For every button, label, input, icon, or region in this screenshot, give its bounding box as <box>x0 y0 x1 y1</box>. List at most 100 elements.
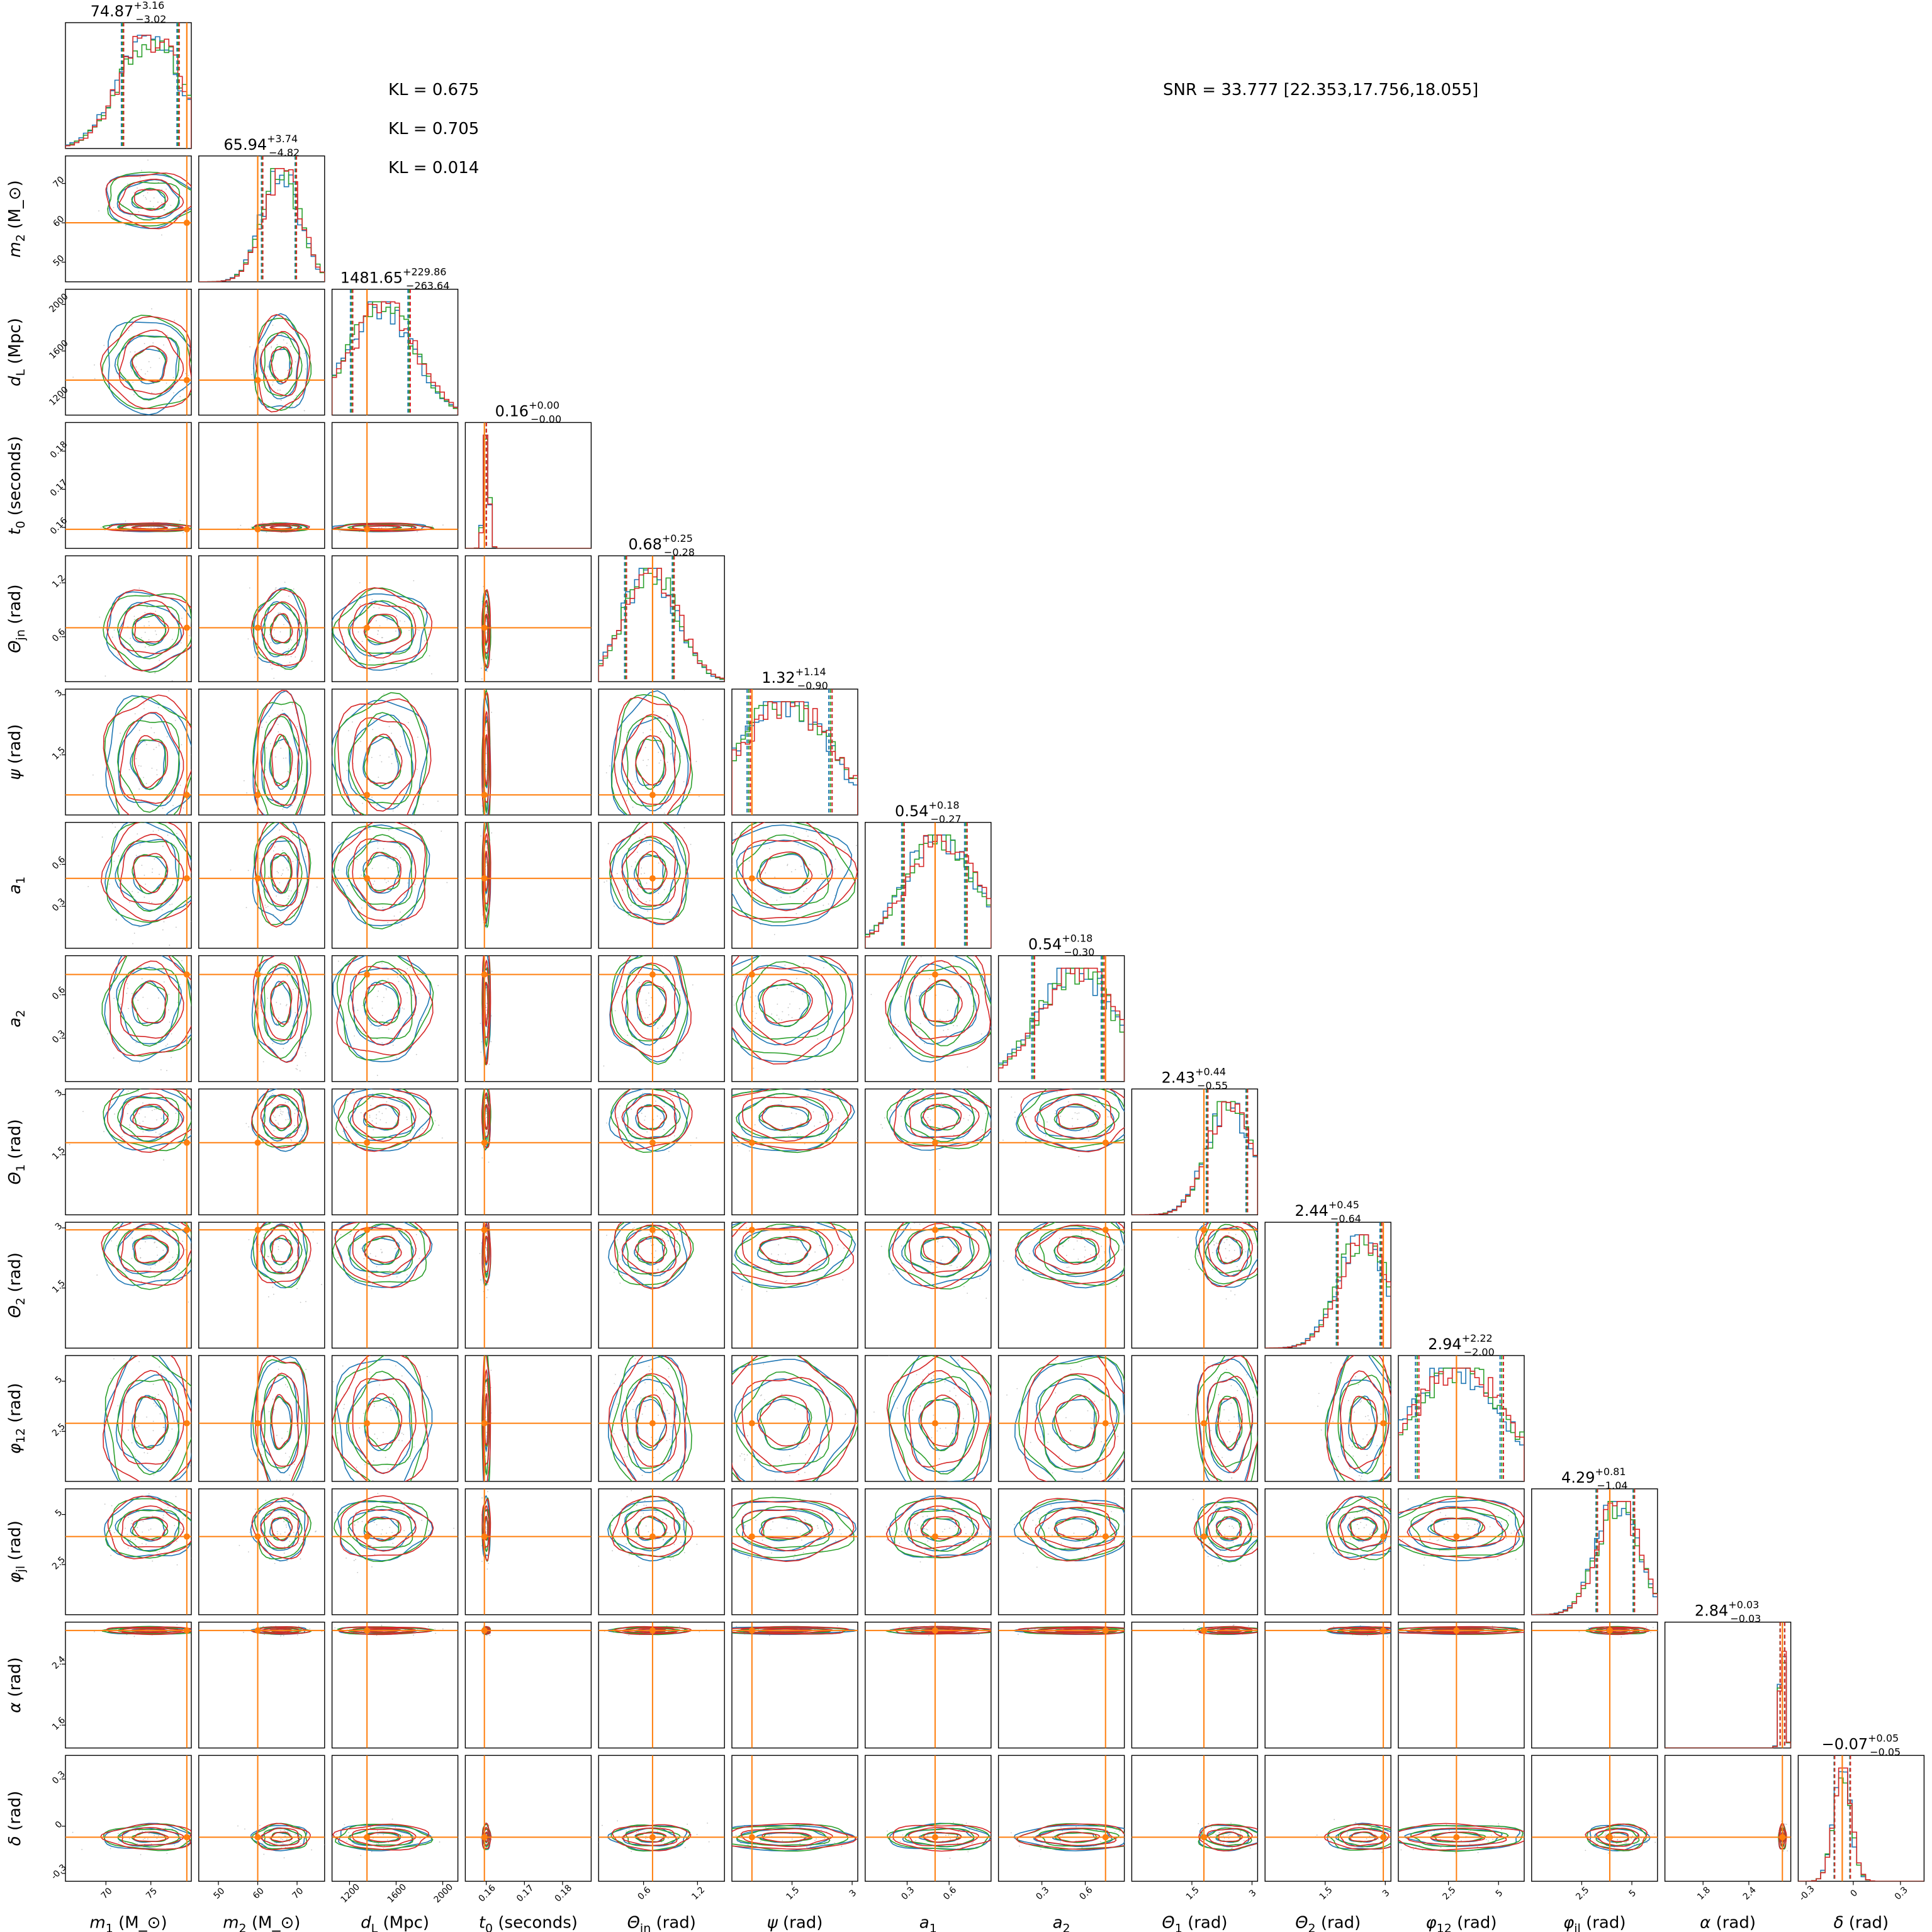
contour-panel-12-10 <box>1398 1621 1525 1749</box>
histogram-title-8: 2.43+0.44−0.55 <box>1162 1065 1228 1091</box>
ytick-label: 5 <box>53 1508 65 1519</box>
histogram-2: 1481.65+229.86−263.64 <box>331 266 459 416</box>
xtick-label: 1.5 <box>1184 1885 1201 1902</box>
ytick-label: 1.2 <box>50 573 67 590</box>
xtick-label: 3 <box>1247 1888 1259 1899</box>
contour-panel-12-6 <box>865 1621 992 1749</box>
contour-panel-5-2 <box>331 688 459 816</box>
ytick-label: 3 <box>53 688 65 699</box>
xtick-label: 0.6 <box>636 1885 653 1902</box>
xtick-label: 0 <box>1849 1888 1860 1899</box>
xtick-label: 0.16 <box>476 1883 497 1904</box>
histogram-title-13: −0.07+0.05−0.05 <box>1822 1732 1901 1758</box>
ytick-label: 60 <box>52 214 67 229</box>
histogram-12: 2.84+0.03−0.03 <box>1664 1599 1792 1749</box>
ytick-label: 1.5 <box>50 1278 67 1295</box>
histogram-3: 0.16+0.00−0.00 <box>464 399 592 549</box>
contour-panel-10-4 <box>598 1355 725 1482</box>
xtick-label: 2.5 <box>1441 1885 1458 1902</box>
histogram-1: 65.94+3.74−4.82 <box>198 133 325 283</box>
contour-panel-3-1 <box>198 422 325 549</box>
ylabel-2: dL (Mpc) <box>6 318 28 386</box>
ytick-label: 50 <box>52 253 67 268</box>
xtick-label: 75 <box>144 1886 159 1901</box>
histogram-title-2: 1481.65+229.86−263.64 <box>340 266 450 292</box>
ytick-label: 2.4 <box>50 1654 67 1671</box>
contour-panel-12-9 <box>1264 1621 1391 1749</box>
histogram-11: 4.29+0.81−1.04 <box>1531 1466 1658 1615</box>
histogram-title-0: 74.87+3.16−3.02 <box>91 0 167 25</box>
contour-panel-10-8 <box>1131 1355 1259 1482</box>
xtick-label: 70 <box>99 1886 115 1901</box>
histogram-6: 0.54+0.18−0.27 <box>865 799 992 949</box>
xlabel-9: Θ2 (rad) <box>1295 1913 1361 1932</box>
contour-panel-6-3 <box>464 822 592 949</box>
xlabel-11: φjl (rad) <box>1563 1913 1626 1932</box>
histogram-title-7: 0.54+0.18−0.30 <box>1028 933 1095 958</box>
ytick-label: 70 <box>52 174 67 189</box>
xtick-label: 0.6 <box>941 1885 958 1902</box>
histogram-10: 2.94+2.22−2.00 <box>1398 1332 1525 1482</box>
ytick-label: 2.5 <box>50 1422 67 1439</box>
contour-panel-11-6 <box>865 1488 992 1615</box>
contour-panel-11-3 <box>464 1488 592 1615</box>
contour-panel-11-2 <box>331 1488 459 1615</box>
contour-panel-7-5 <box>731 955 858 1082</box>
contour-panel-12-8 <box>1131 1621 1259 1749</box>
contour-panel-7-1 <box>198 955 325 1082</box>
ytick-label: 2.5 <box>50 1555 67 1572</box>
contour-panel-12-5 <box>731 1621 858 1749</box>
xtick-label: 2.4 <box>1741 1885 1758 1902</box>
contour-panel-5-1 <box>198 688 325 816</box>
xtick-label: 1.2 <box>690 1885 707 1902</box>
contour-panel-11-4 <box>598 1488 725 1615</box>
histogram-title-10: 2.94+2.22−2.00 <box>1428 1332 1495 1358</box>
contour-panel-13-10: 2.5 5 φ12 (rad) <box>1398 1755 1525 1932</box>
contour-panel-3-2 <box>331 422 459 549</box>
contour-panel-6-1 <box>198 822 325 949</box>
contour-panel-11-5 <box>731 1488 858 1615</box>
xlabel-8: Θ1 (rad) <box>1162 1913 1227 1932</box>
ytick-label: 0.3 <box>50 1769 67 1786</box>
contour-panel-12-1 <box>198 1621 325 1749</box>
xtick-label: 0.18 <box>553 1883 574 1904</box>
histogram-8: 2.43+0.44−0.55 <box>1131 1065 1259 1216</box>
contour-panel-9-2 <box>331 1222 459 1349</box>
xlabel-4: Θjn (rad) <box>627 1913 695 1932</box>
contour-panel-8-7 <box>997 1088 1125 1216</box>
xtick-label: -0.3 <box>1797 1884 1817 1903</box>
ytick-label: 0.3 <box>50 1028 67 1045</box>
contour-panel-9-7 <box>997 1222 1125 1349</box>
contour-panel-10-9 <box>1264 1355 1391 1482</box>
histogram-title-9: 2.44+0.45−0.64 <box>1295 1199 1361 1225</box>
xlabel-10: φ12 (rad) <box>1425 1913 1497 1932</box>
xlabel-12: α (rad) <box>1700 1913 1756 1932</box>
ytick-label: 5 <box>53 1374 65 1386</box>
contour-panel-9-6 <box>865 1222 992 1349</box>
xtick-label: 1.5 <box>1318 1885 1335 1902</box>
contour-panel-13-8: 1.5 3 Θ1 (rad) <box>1131 1755 1259 1932</box>
contour-panel-11-7 <box>997 1488 1125 1615</box>
ylabel-13: δ (rad) <box>6 1791 25 1846</box>
histogram-0: 74.87+3.16−3.02 <box>65 0 192 149</box>
contour-panel-11-1 <box>198 1488 325 1615</box>
ytick-label: 0 <box>53 1819 65 1831</box>
xtick-label: 0.3 <box>899 1885 916 1902</box>
ylabel-4: Θjn (rad) <box>6 584 28 653</box>
xtick-label: 5 <box>1494 1888 1505 1899</box>
contour-panel-7-3 <box>464 955 592 1082</box>
contour-panel-6-5 <box>731 822 858 949</box>
contour-panel-9-1 <box>198 1222 325 1349</box>
xtick-label: 1.5 <box>784 1885 801 1902</box>
contour-panel-12-3 <box>464 1621 592 1749</box>
contour-panel-8-2 <box>331 1088 459 1216</box>
